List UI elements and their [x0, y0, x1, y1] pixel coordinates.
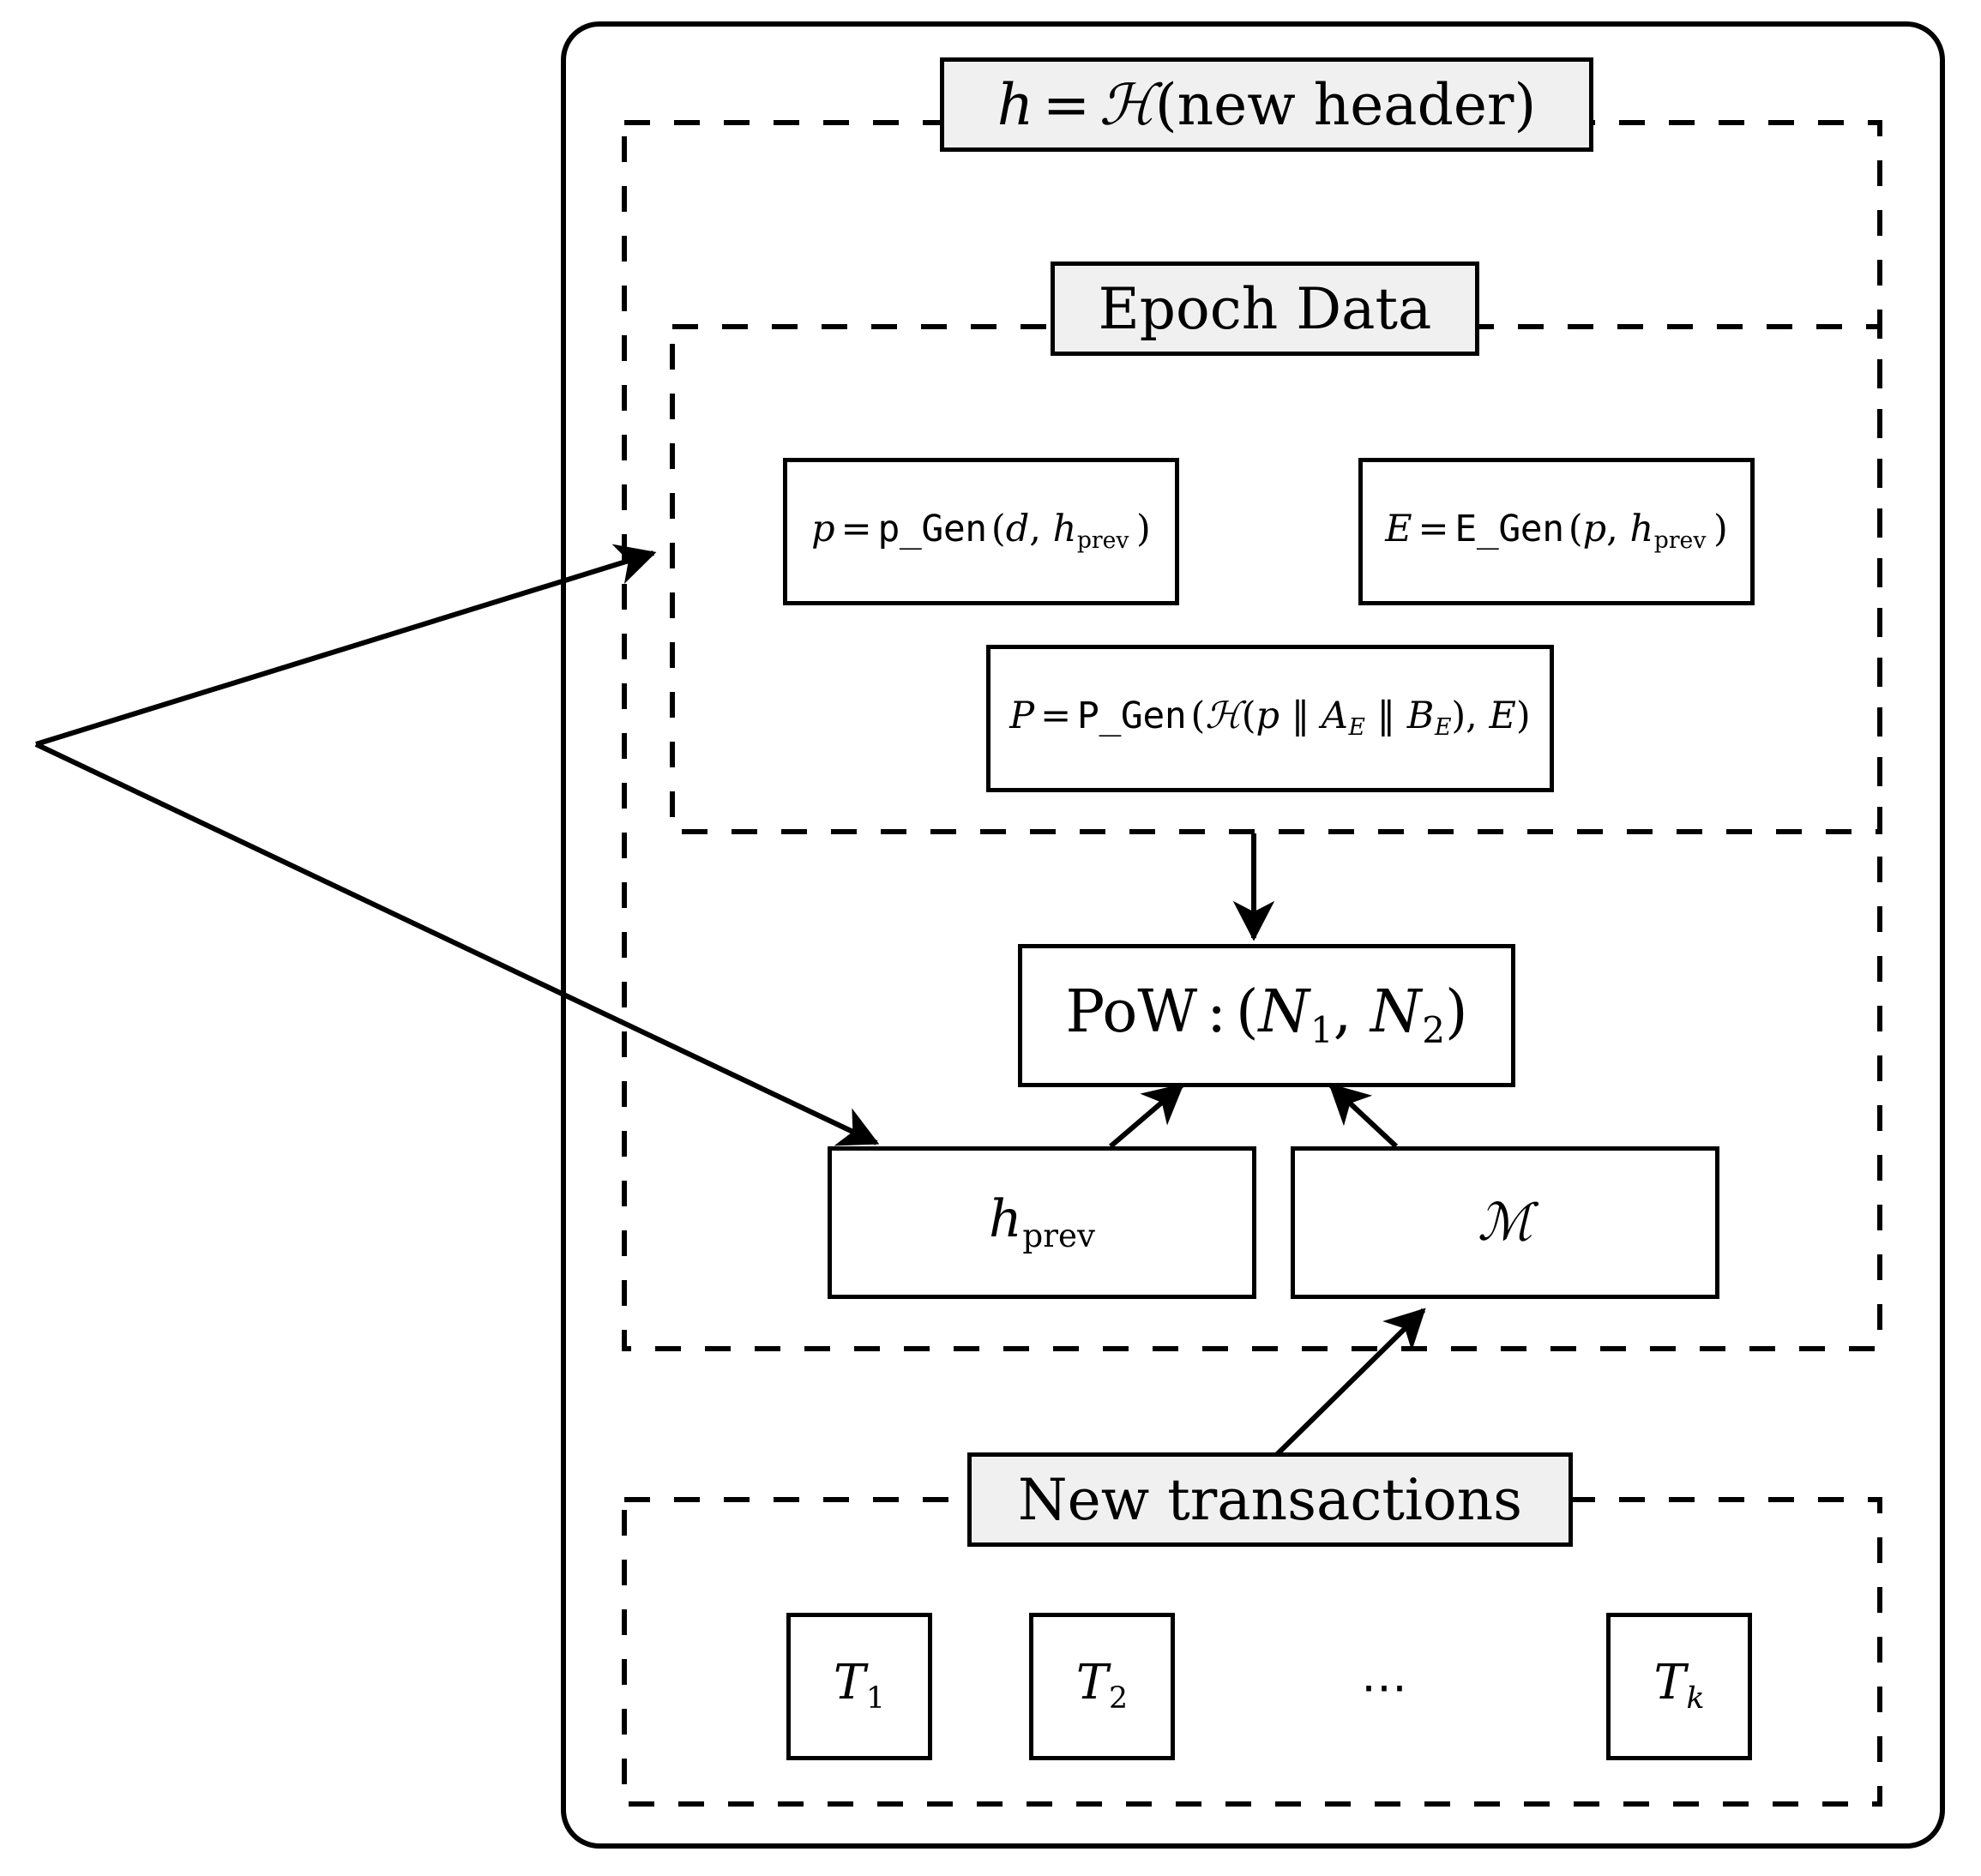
edge-fan-to-h-prev	[34, 742, 880, 1146]
edge-h-prev-to-pow	[1109, 1083, 1184, 1149]
p-gen-box: p=p_Gen(d, hprev )	[783, 458, 1179, 605]
transaction-box-1: T1	[786, 1613, 932, 1760]
header-hash-text: h=ℋ(new header)	[997, 71, 1537, 138]
merkle-root-box: ℳ	[1291, 1146, 1719, 1299]
transaction-k-text: Tk	[1653, 1655, 1705, 1717]
epoch-data-label: Epoch Data	[1051, 262, 1479, 356]
epoch-data-text: Epoch Data	[1098, 275, 1432, 342]
transaction-ellipsis-text: ⋯	[1361, 1659, 1418, 1714]
header-hash-label: h=ℋ(new header)	[940, 57, 1593, 152]
new-transactions-text: New transactions	[1017, 1466, 1523, 1533]
h-prev-box: hprev	[828, 1146, 1256, 1299]
p-gen-formula: p=p_Gen(d, hprev )	[811, 507, 1151, 555]
pow-box: PoW:(N1, N2)	[1018, 944, 1515, 1087]
e-gen-formula: E=E_Gen(p, hprev )	[1385, 507, 1728, 555]
transaction-1-text: T1	[833, 1655, 886, 1717]
edge-transactions-to-merkle	[1256, 1308, 1426, 1475]
e-gen-box: E=E_Gen(p, hprev )	[1358, 458, 1755, 605]
transaction-box-k: Tk	[1606, 1613, 1752, 1760]
merkle-root-text: ℳ	[1477, 1192, 1533, 1253]
p-cap-gen-formula: P=P_Gen(ℋ(p ‖ AE ‖ BE), E)	[1009, 694, 1531, 742]
transaction-2-text: T2	[1075, 1655, 1129, 1717]
transaction-ellipsis: ⋯	[1308, 1613, 1471, 1760]
edge-fan-to-epoch	[35, 544, 657, 747]
pow-formula: PoW:(N1, N2)	[1065, 977, 1468, 1052]
edge-merkle-to-pow	[1328, 1083, 1399, 1149]
h-prev-text: hprev	[989, 1189, 1095, 1254]
p-cap-gen-box: P=P_Gen(ℋ(p ‖ AE ‖ BE), E)	[986, 645, 1554, 792]
transaction-box-2: T2	[1029, 1613, 1175, 1760]
new-transactions-label: New transactions	[967, 1452, 1573, 1547]
